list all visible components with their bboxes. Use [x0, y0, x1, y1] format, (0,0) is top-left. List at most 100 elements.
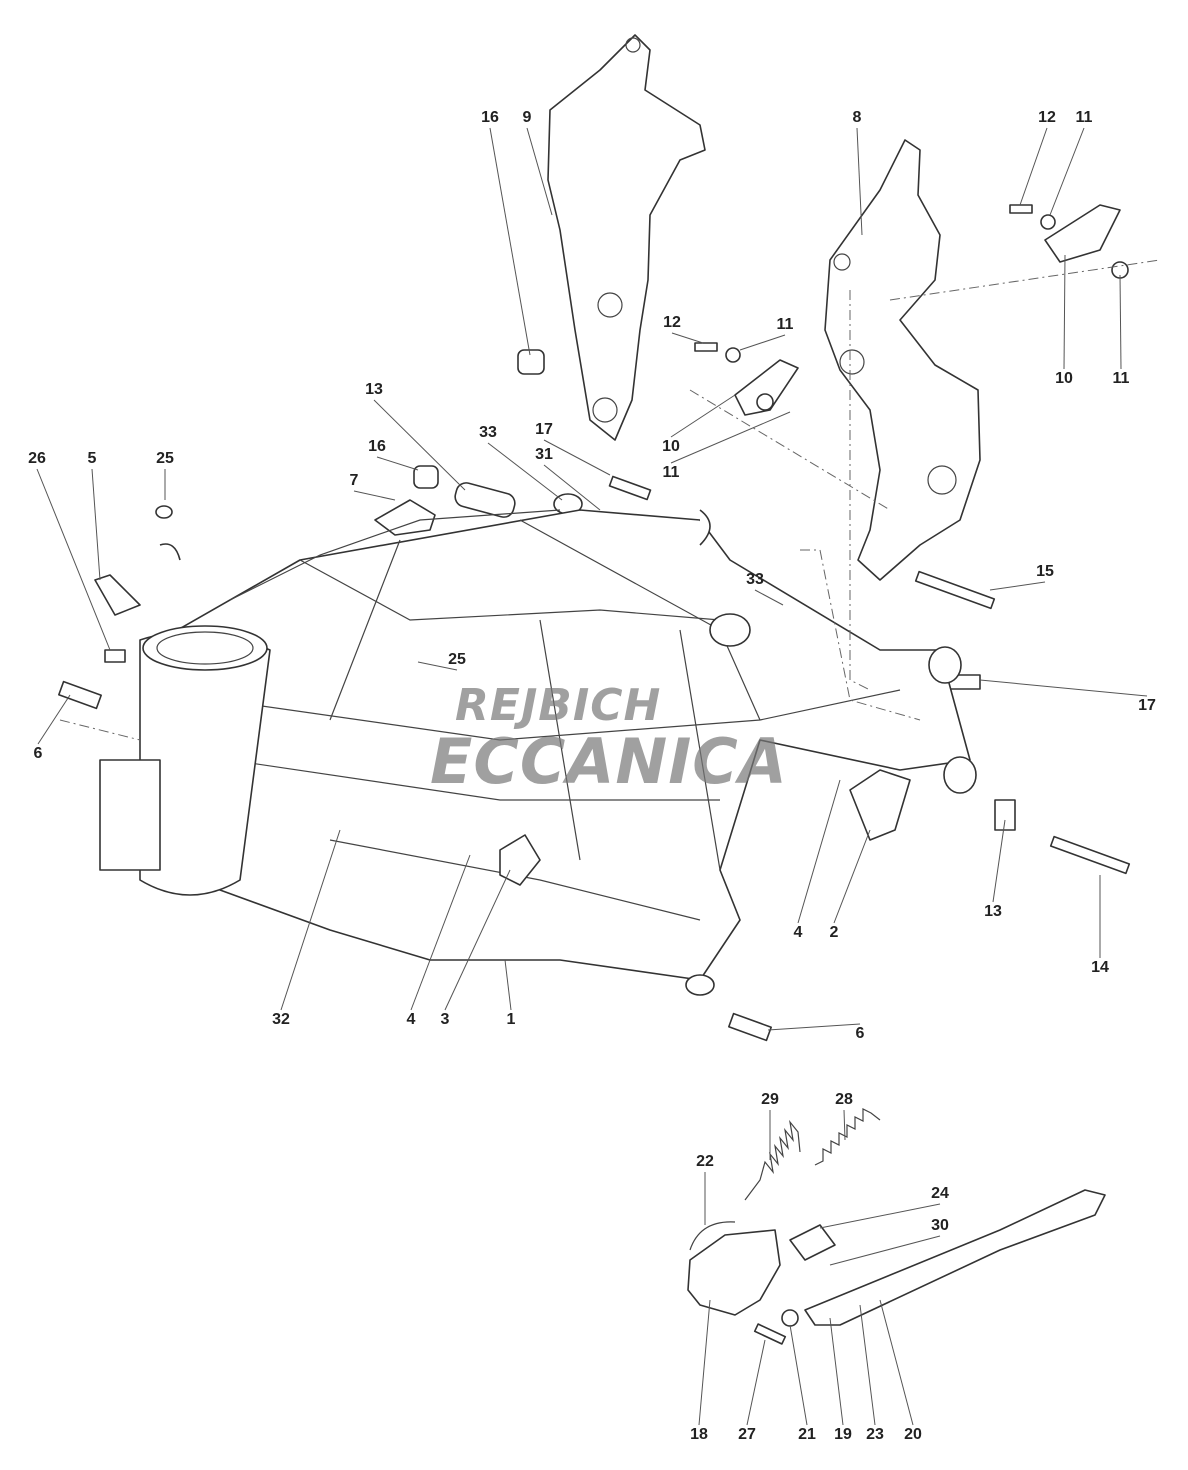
- leader-line-25: [417, 661, 458, 671]
- part-2-bracket: [849, 769, 911, 841]
- part-27-bolt: [753, 1323, 787, 1345]
- callout-part-21: 21: [798, 1426, 816, 1443]
- leader-line-16: [376, 456, 419, 471]
- callout-part-19: 19: [834, 1426, 852, 1443]
- callout-part-3: 3: [440, 1011, 450, 1028]
- leader-line-13: [992, 819, 1006, 903]
- part-10-heel-guard-left: [734, 359, 799, 416]
- leader-line-19: [829, 1317, 844, 1426]
- leader-line-6: [767, 1023, 861, 1031]
- leader-line-12: [671, 332, 704, 344]
- part-28-spring: [814, 1108, 881, 1166]
- callout-part-9: 9: [522, 109, 532, 126]
- callout-part-27: 27: [738, 1426, 756, 1443]
- leader-line-11: [1049, 127, 1085, 216]
- callout-part-11: 11: [776, 316, 794, 333]
- leader-line-11: [739, 334, 786, 351]
- leader-line-17: [543, 439, 611, 476]
- callout-part-30: 30: [931, 1217, 949, 1234]
- callout-part-1: 1: [506, 1011, 516, 1028]
- callout-part-25: 25: [156, 450, 174, 467]
- callout-part-11: 11: [1112, 370, 1130, 387]
- callout-part-4: 4: [406, 1011, 416, 1028]
- callout-part-7: 7: [349, 472, 359, 489]
- callout-part-24: 24: [931, 1185, 949, 1202]
- part-24-plate: [789, 1224, 836, 1261]
- leader-line-8: [856, 127, 863, 236]
- callout-part-10: 10: [1055, 370, 1073, 387]
- callout-part-4: 4: [793, 924, 803, 941]
- callout-part-29: 29: [761, 1091, 779, 1108]
- callout-part-22: 22: [696, 1153, 714, 1170]
- callout-part-31: 31: [535, 446, 553, 463]
- leader-line-20: [879, 1299, 914, 1426]
- leader-line-13: [373, 399, 466, 491]
- leader-line-27: [746, 1339, 766, 1426]
- leader-line-15: [989, 581, 1046, 591]
- leader-line-4: [410, 854, 471, 1011]
- callout-part-20: 20: [904, 1426, 922, 1443]
- leader-line-17: [979, 679, 1148, 697]
- leader-line-11: [1119, 274, 1122, 370]
- callout-part-33: 33: [479, 424, 497, 441]
- leader-line-5: [91, 468, 101, 581]
- callout-part-32: 32: [272, 1011, 290, 1028]
- callout-part-15: 15: [1036, 563, 1054, 580]
- part-9-footpeg-bracket: [547, 34, 706, 441]
- leader-line-33: [754, 589, 784, 606]
- callout-part-8: 8: [852, 109, 862, 126]
- leader-line-11: [670, 411, 791, 464]
- callout-part-12: 12: [1038, 109, 1056, 126]
- part-18-stand-bracket: [687, 1229, 781, 1316]
- callout-part-26: 26: [28, 450, 46, 467]
- leader-line-10: [1063, 254, 1066, 370]
- callout-part-13: 13: [365, 381, 383, 398]
- callout-part-5: 5: [87, 450, 97, 467]
- leader-line-9: [526, 127, 553, 216]
- callout-part-33: 33: [746, 571, 764, 588]
- leader-line-1: [504, 959, 512, 1011]
- leader-line-7: [353, 490, 396, 501]
- callout-part-18: 18: [690, 1426, 708, 1443]
- leader-line-31: [543, 464, 601, 511]
- part-1-main-frame: [99, 509, 977, 996]
- callout-part-6: 6: [33, 745, 43, 762]
- callout-part-6: 6: [855, 1025, 865, 1042]
- leader-line-21: [789, 1324, 808, 1426]
- leader-line-18: [698, 1299, 711, 1426]
- leader-line-24: [819, 1203, 941, 1229]
- leader-line-30: [829, 1235, 941, 1266]
- callout-part-11: 11: [662, 464, 680, 481]
- part-21-washer: [781, 1309, 799, 1327]
- leader-line-3: [444, 869, 511, 1011]
- watermark-text-line2: ECCANICA: [430, 725, 788, 798]
- callout-part-28: 28: [835, 1091, 853, 1108]
- callout-part-16: 16: [481, 109, 499, 126]
- callout-part-11: 11: [1075, 109, 1093, 126]
- leader-line-32: [280, 829, 341, 1011]
- callout-part-23: 23: [866, 1426, 884, 1443]
- part-20-side-stand: [804, 1189, 1106, 1326]
- leader-line-2: [833, 829, 871, 924]
- part-29-spring: [744, 1119, 801, 1201]
- callout-part-12: 12: [663, 314, 681, 331]
- part-22-clip: [689, 1221, 736, 1251]
- leader-line-28: [843, 1109, 846, 1141]
- leader-line-33: [487, 442, 563, 501]
- callout-part-17: 17: [535, 421, 553, 438]
- callout-part-17: 17: [1138, 697, 1156, 714]
- callout-part-13: 13: [984, 903, 1002, 920]
- callout-part-16: 16: [368, 438, 386, 455]
- watermark-text-line1: REJBICH: [455, 680, 662, 731]
- leader-line-6: [37, 694, 71, 745]
- part-10-heel-guard-right: [1044, 204, 1121, 263]
- part-8-footpeg-bracket: [824, 139, 981, 581]
- callout-part-14: 14: [1091, 959, 1109, 976]
- leader-line-10: [670, 394, 736, 438]
- leader-line-12: [1019, 127, 1048, 206]
- leader-line-23: [859, 1304, 876, 1426]
- leader-line-4: [797, 779, 841, 924]
- leader-line-16: [489, 127, 531, 356]
- callout-part-25: 25: [448, 651, 466, 668]
